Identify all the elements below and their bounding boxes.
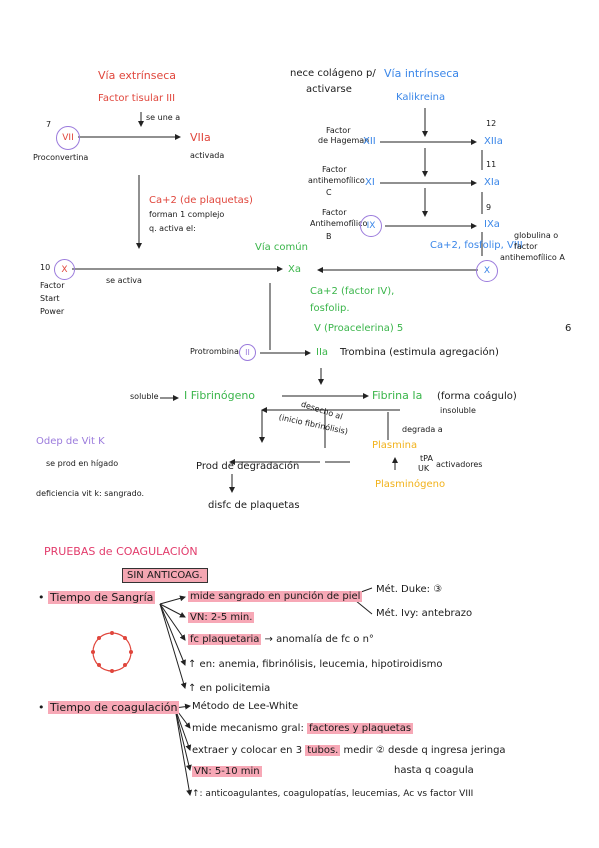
factor-ix-label: IX xyxy=(366,221,376,231)
sangria-item-fc: fc plaquetaria → anomalía de fc o n° xyxy=(188,634,374,645)
prod-degradacion-label: Prod de degradación xyxy=(196,461,300,472)
antihem-b-label: Antihemofílico xyxy=(310,219,368,228)
factor-x-right-label: X xyxy=(483,266,491,276)
forma-coagulo-label: (forma coágulo) xyxy=(437,391,517,402)
forman-complejo-label: forman 1 complejo xyxy=(149,210,225,219)
deficiencia-vitk-label: deficiencia vit k: sangrado. xyxy=(36,489,145,498)
nece-colageno-label: nece colágeno p/ xyxy=(290,68,376,79)
factor-ii-circle: II xyxy=(239,344,256,361)
insoluble-label: insoluble xyxy=(440,406,476,415)
factor-xiia-label: XIIa xyxy=(484,136,503,147)
factor-xia-label: XIa xyxy=(484,177,500,188)
factor-x-left-circle: X xyxy=(54,259,75,280)
globulina-label: globulina o xyxy=(514,231,559,240)
factor-xa-label: Xa xyxy=(288,264,301,275)
sangria-item-policitemia: ↑ en policitemia xyxy=(188,683,271,694)
coag-item-extraer: extraer y colocar en 3 tubos. medir ② de… xyxy=(192,745,506,756)
met-duke-label: Mét. Duke: ③ xyxy=(376,584,443,595)
vit-k-title: Odep de Vit K xyxy=(36,436,105,447)
fibrinogeno-label: I Fibrinógeno xyxy=(184,389,256,402)
ca-factor-iv-label: Ca+2 (factor IV), xyxy=(310,286,395,297)
factor-x-left-label: X xyxy=(61,264,68,275)
disfc-plaquetas-label: disfc de plaquetas xyxy=(208,500,300,511)
antihem-c-factor: Factor xyxy=(322,165,347,174)
activa-el-label: q. activa el: xyxy=(149,224,196,233)
factor-stuart-label: Factor xyxy=(40,281,65,290)
antihem-a-label: antihemofílico A xyxy=(500,253,565,262)
ca-fosfolip-viii-label: Ca+2, fosfolip, VIII xyxy=(430,240,523,251)
factor-ix-circle: IX xyxy=(360,215,382,237)
number-12: 12 xyxy=(486,119,497,128)
factor-vii-label: VII xyxy=(62,133,74,143)
tpa-label: tPA xyxy=(420,454,433,463)
factor-iia-label: IIa xyxy=(316,347,329,358)
coag-item-mide: mide mecanismo gral: factores y plaqueta… xyxy=(192,723,414,734)
coag-item-aumento: ↑: anticoagulantes, coagulopatías, leuce… xyxy=(192,789,474,799)
se-prod-higado-label: se prod en hígado xyxy=(46,459,119,468)
se-activa-label: se activa xyxy=(106,276,142,285)
sin-anticoag-badge: SIN ANTICOAG. xyxy=(122,568,208,583)
extrinsic-title: Vía extrínseca xyxy=(98,69,177,82)
factor-x-right-circle: X xyxy=(476,260,498,282)
proconvertina-label: Proconvertina xyxy=(33,153,89,162)
met-ivy-label: Mét. Ivy: antebrazo xyxy=(376,608,473,619)
power-label: Power xyxy=(40,307,65,316)
tiempo-coagulacion-heading: • Tiempo de coagulación xyxy=(38,701,180,714)
sangria-item-aumento: ↑ en: anemia, fibrinólisis, leucemia, hi… xyxy=(188,659,443,670)
activadores-label: activadores xyxy=(436,460,483,469)
tiempo-sangria-heading: • Tiempo de Sangría xyxy=(38,591,156,604)
via-comun-label: Vía común xyxy=(255,242,308,253)
proacelerina-label: V (Proacelerina) 5 xyxy=(314,323,404,334)
fosfolip-label: fosfolip. xyxy=(310,303,350,314)
number-7: 7 xyxy=(46,120,52,129)
activarse-label: activarse xyxy=(306,84,352,95)
number-10: 10 xyxy=(40,263,51,272)
antihem-c-letter: C xyxy=(326,188,332,197)
degrada-label: degrada a xyxy=(402,425,443,434)
trombina-label: Trombina (estimula agregación) xyxy=(340,347,499,358)
plasminogeno-label: Plasminógeno xyxy=(375,479,446,490)
stuart-label: Start xyxy=(40,294,60,303)
antihem-b-factor: Factor xyxy=(322,208,347,217)
kalikreina-label: Kalikreina xyxy=(396,92,446,103)
se-une-label: se une a xyxy=(146,113,181,122)
ca-plaquetas-label: Ca+2 (de plaquetas) xyxy=(149,195,253,206)
factor-viia-label: VIIa xyxy=(190,131,211,144)
soluble-label: soluble xyxy=(130,392,159,401)
number-6: 6 xyxy=(565,323,572,334)
factor-xi-label: XI xyxy=(365,177,375,188)
plasmina-label: Plasmina xyxy=(372,440,418,451)
hageman-factor-label: Factor xyxy=(326,126,351,135)
hageman-label: de Hageman xyxy=(318,136,370,145)
coag-item-metodo: Método de Lee-White xyxy=(192,701,299,712)
coag-item-hasta: hasta q coagula xyxy=(394,765,474,776)
sangria-item-1: mide sangrado en punción de piel xyxy=(188,591,363,602)
pruebas-title: PRUEBAS de COAGULACIÓN xyxy=(44,545,198,558)
number-11: 11 xyxy=(486,160,497,169)
factor-vii-circle: VII xyxy=(56,126,80,150)
protrombina-label: Protrombina xyxy=(190,347,239,356)
factor-xii-label: XII xyxy=(363,136,376,147)
antihem-c-label: antihemofílico xyxy=(308,176,365,185)
tissue-factor-label: Factor tisular III xyxy=(98,93,176,104)
globulina-factor: factor xyxy=(514,242,538,251)
uk-label: UK xyxy=(418,464,430,473)
factor-ixa-label: IXa xyxy=(484,219,500,230)
antihem-b-letter: B xyxy=(326,232,332,241)
intrinsic-title: Vía intrínseca xyxy=(384,67,459,80)
coag-item-vn: VN: 5-10 min xyxy=(192,766,262,777)
fibrina-label: Fibrina Ia xyxy=(372,389,423,402)
sangria-item-vn: VN: 2-5 min. xyxy=(188,612,255,623)
number-9: 9 xyxy=(486,203,492,212)
activada-label: activada xyxy=(190,151,225,160)
factor-ii-label: II xyxy=(245,348,250,357)
